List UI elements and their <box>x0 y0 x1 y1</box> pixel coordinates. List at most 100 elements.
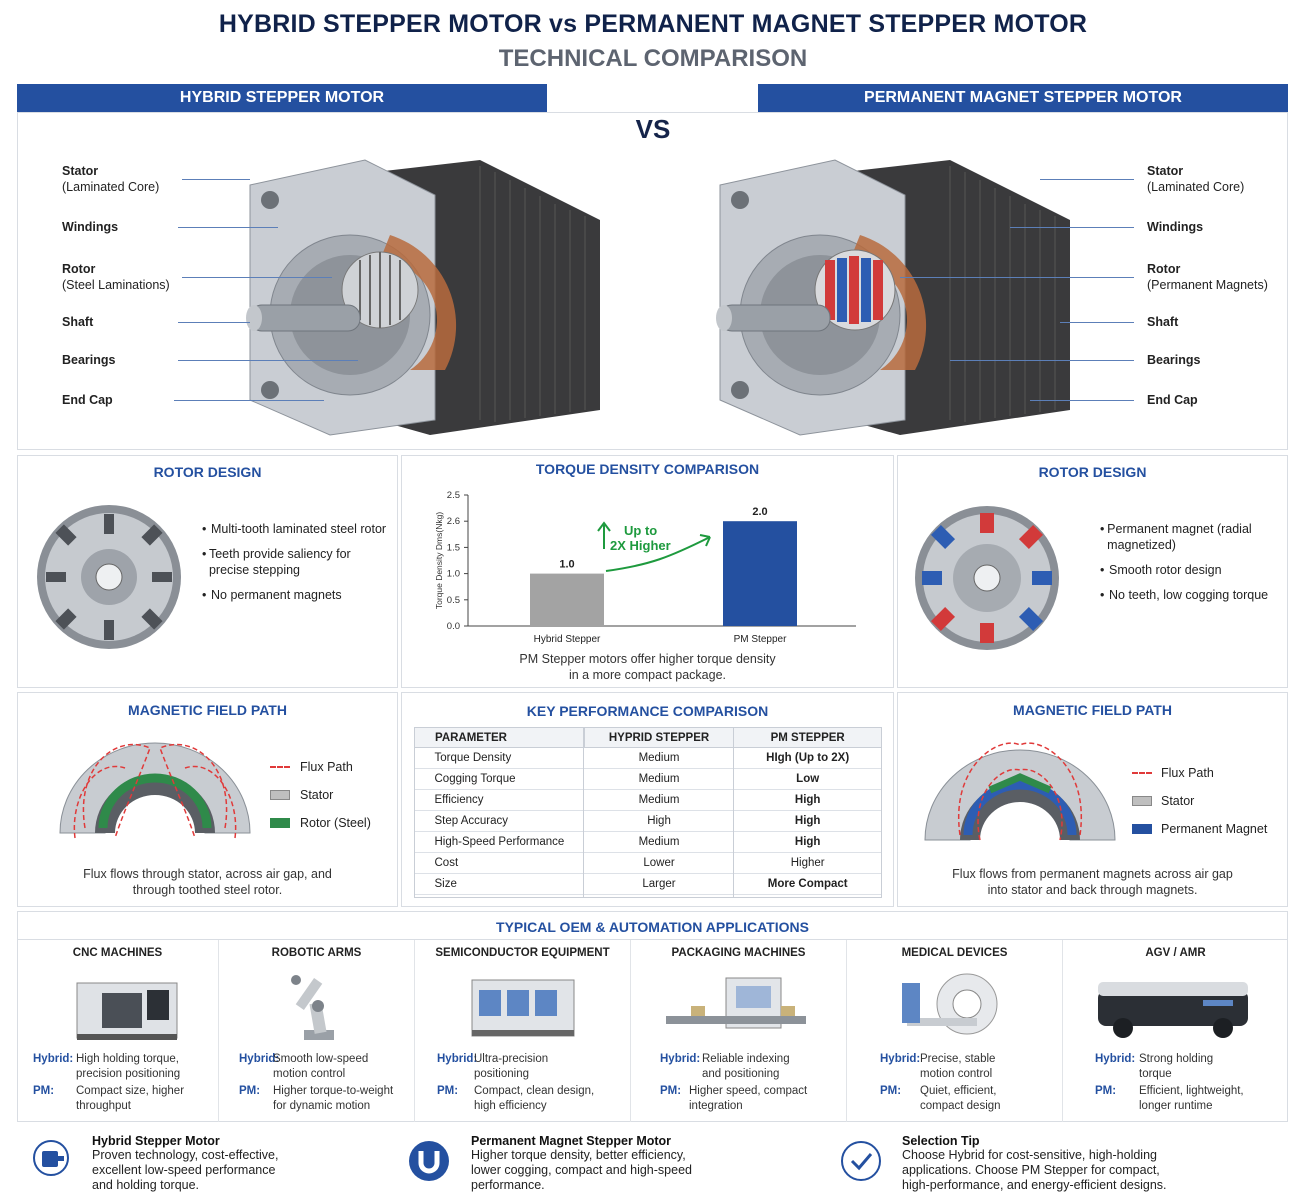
y-tick-label: 0.5 <box>447 595 460 606</box>
hybrid-rotor-illustration <box>37 505 181 649</box>
hybrid-motor-icon <box>33 1140 69 1176</box>
applications-divider <box>17 939 1288 940</box>
legend-stator: Stator <box>1132 787 1267 815</box>
bullet-item: •No permanent magnets <box>202 588 342 602</box>
pm-label-endcap: End Cap <box>1147 393 1198 407</box>
y-tick-label: 1.0 <box>447 569 460 580</box>
x-tick-label: Hybrid Stepper <box>534 634 601 645</box>
torque-density-panel <box>401 455 894 688</box>
flux-path-swatch <box>270 766 290 768</box>
legend-permanent-magnet: Permanent Magnet <box>1132 815 1267 843</box>
pm-banner: PERMANENT MAGNET STEPPER MOTOR <box>758 84 1288 112</box>
bar-hybrid-stepper <box>530 573 604 626</box>
packaging-machine-icon <box>666 977 806 1029</box>
app-name: CNC MACHINES <box>72 947 163 959</box>
stator-swatch <box>1132 796 1152 806</box>
y-tick-label: 2.5 <box>447 490 460 501</box>
page-title: HYBRID STEPPER MOTOR vs PERMANENT MAGNET… <box>218 10 1088 38</box>
legend-flux-path: Flux Path <box>270 753 371 781</box>
flux-hybrid-caption: Flux flows through stator, across air ga… <box>83 867 332 897</box>
pm-leader-stator <box>1040 179 1134 180</box>
vs-label: VS <box>635 114 671 144</box>
bullet-item: •Teeth provide saliency for precise step… <box>202 547 351 577</box>
app-card-packaging: PACKAGING MACHINES Hybrid:Reliable index… <box>631 940 847 1122</box>
magnet-icon <box>409 1141 449 1181</box>
callout-line-1: Up to <box>624 523 657 538</box>
up-arrow-icon <box>597 521 611 549</box>
footer-pm: Permanent Magnet Stepper Motor Higher to… <box>471 1134 692 1192</box>
torque-caption: PM Stepper motors offer higher torque de… <box>519 652 776 682</box>
app-card-semiconductor: SEMICONDUCTOR EQUIPMENT Hybrid:Ultra-pre… <box>415 940 631 1122</box>
rotor-design-hybrid-title: ROTOR DESIGN <box>153 464 262 480</box>
footer-selection-tip: Selection Tip Choose Hybrid for cost-sen… <box>902 1134 1167 1192</box>
flux-hybrid-title: MAGNETIC FIELD PATH <box>128 702 287 718</box>
torque-density-title: TORQUE DENSITY COMPARISON <box>535 461 760 477</box>
app-card-cnc: CNC MACHINES Hybrid:High holding torque,… <box>17 940 219 1122</box>
app-name: ROBOTIC ARMS <box>271 947 362 959</box>
pm-label-windings: Windings <box>1147 220 1204 234</box>
kpc-col-pm: PM STEPPER <box>733 727 882 748</box>
bullet-item: •No teeth, low cogging torque <box>1100 588 1269 602</box>
rotor-steel-swatch <box>270 818 290 828</box>
callout-line-2: 2X Higher <box>610 538 671 553</box>
hybrid-leader-rotor <box>182 277 332 278</box>
y-axis-label: Torque Density Dms(Nkg) <box>434 512 444 609</box>
bar-pm-stepper <box>723 521 797 626</box>
agv-robot-icon <box>1098 982 1248 1038</box>
pm-label-rotor: Rotor (Permanent Magnets) <box>1147 262 1268 292</box>
y-tick-label: 1.5 <box>447 542 460 553</box>
hybrid-banner: HYBRID STEPPER MOTOR <box>17 84 547 112</box>
kpc-col-hybrid: HYPRID STEPPER <box>583 727 735 748</box>
kpc-col-divider <box>733 727 734 898</box>
pm-leader-endcap <box>1030 400 1134 401</box>
stator-swatch <box>270 790 290 800</box>
kpc-header-row: PARAMETER HYPRID STEPPER PM STEPPER <box>414 727 882 748</box>
app-name: SEMICONDUCTOR EQUIPMENT <box>435 947 610 959</box>
hybrid-leader-windings <box>178 227 278 228</box>
hybrid-label-windings: Windings <box>62 220 119 234</box>
flux-hybrid-legend: Flux Path Stator Rotor (Steel) <box>270 753 371 837</box>
flux-pm-title: MAGNETIC FIELD PATH <box>1013 702 1172 718</box>
legend-flux-path: Flux Path <box>1132 759 1267 787</box>
medical-device-icon <box>902 973 998 1035</box>
hybrid-flux-diagram <box>59 742 251 839</box>
pm-label-shaft: Shaft <box>1147 315 1179 329</box>
kpc-title: KEY PERFORMANCE COMPARISON <box>526 703 769 719</box>
bullet-item: •Smooth rotor design <box>1100 563 1222 577</box>
data-label: 1.0 <box>559 559 574 571</box>
robotic-arm-icon <box>291 975 334 1040</box>
footer-hybrid: Hybrid Stepper Motor Proven technology, … <box>92 1134 279 1192</box>
app-name: AGV / AMR <box>1145 947 1206 959</box>
bullet-item: •Multi-tooth laminated steel rotor <box>202 522 387 536</box>
y-tick-label: 2.6 <box>447 516 460 527</box>
x-tick-label: PM Stepper <box>734 634 787 645</box>
y-tick-label: 0.0 <box>447 621 460 632</box>
pm-leader-bearings <box>950 360 1134 361</box>
hybrid-label-stator: Stator (Laminated Core) <box>62 164 160 194</box>
app-name: MEDICAL DEVICES <box>901 947 1008 959</box>
legend-rotor-steel: Rotor (Steel) <box>270 809 371 837</box>
legend-stator: Stator <box>270 781 371 809</box>
kpc-col-parameter: PARAMETER <box>414 727 585 748</box>
hybrid-label-endcap: End Cap <box>62 393 113 407</box>
semiconductor-equipment-icon <box>471 979 575 1037</box>
hybrid-leader-shaft <box>178 322 250 323</box>
data-label: 2.0 <box>752 506 767 518</box>
pm-rotor-illustration <box>915 506 1059 650</box>
bullet-item: •Permanent magnet (radial magnetized) <box>1100 522 1252 552</box>
